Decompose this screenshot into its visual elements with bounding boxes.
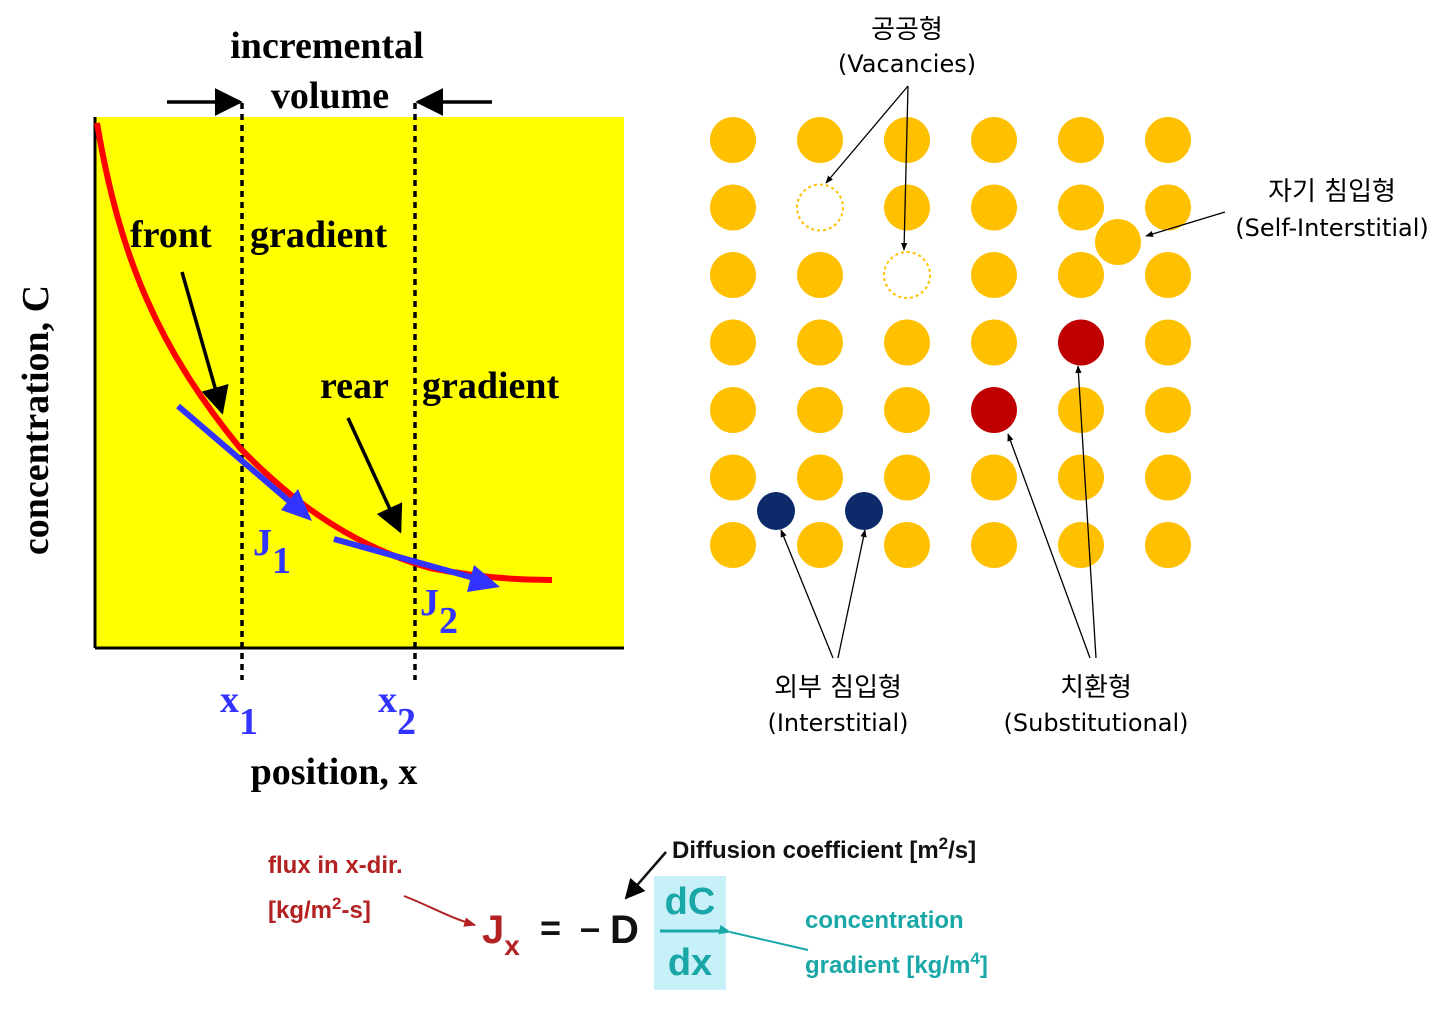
host-atom: [1058, 117, 1104, 163]
interstitial-pointer-2: [837, 529, 867, 659]
host-atom: [797, 252, 843, 298]
plot-title-line1: incremental: [230, 25, 423, 67]
rear-label: rear: [320, 365, 389, 407]
gradient-numerator: dC: [665, 881, 716, 923]
host-atom: [971, 522, 1017, 568]
flux-j1-label: J1: [253, 522, 291, 582]
flux-label-line1: flux in x-dir.: [268, 852, 403, 879]
rear-pointer-arrow: [346, 417, 403, 534]
substitutional-pointer-1: [1007, 433, 1091, 659]
host-atom: [971, 454, 1017, 501]
host-atom: [710, 387, 756, 433]
host-atom: [710, 454, 756, 501]
flux-arrow-j2: [333, 536, 475, 581]
host-atom: [884, 454, 930, 501]
minus-sign: –: [580, 907, 600, 948]
host-atom: [1145, 522, 1191, 568]
coefficient-label: Diffusion coefficient [m2/s]: [672, 834, 976, 864]
interstitial-atom: [845, 492, 883, 530]
gradient-units-label: gradient [kg/m4]: [805, 949, 988, 979]
host-atom: [1058, 522, 1104, 568]
self-interstitial-atom: [1095, 219, 1141, 265]
host-atom: [797, 117, 843, 163]
interstitial-label-ko: 외부 침입형: [774, 673, 902, 703]
self-interstitial-label-ko: 자기 침입형: [1268, 177, 1396, 207]
host-atom: [1145, 184, 1191, 231]
host-atom: [884, 387, 930, 433]
host-atom: [710, 252, 756, 298]
front-label: front: [130, 214, 212, 256]
host-atom: [710, 319, 756, 366]
flux-units-label: [kg/m2-s]: [268, 894, 371, 924]
point-defects-diagram: 공공형 (Vacancies) 자기 침입형 (Self-Interstitia…: [710, 15, 1429, 737]
front-gradient-label: gradient: [250, 214, 388, 256]
host-atom: [710, 522, 756, 568]
host-atom: [1145, 117, 1191, 163]
x-axis-label: position, x: [251, 751, 418, 793]
diffusion-coefficient-symbol: D: [610, 908, 639, 952]
x2-label: x2: [378, 679, 416, 743]
substitutional-label-en: (Substitutional): [1004, 709, 1189, 737]
host-atom: [797, 522, 843, 568]
host-atom: [884, 522, 930, 568]
diffusion-plot: incremental volume front gradient rear g…: [15, 25, 624, 793]
atom-lattice: [710, 117, 1191, 568]
flux-arrow-j1-head: [281, 489, 312, 521]
flux-j2-label: J2: [420, 582, 458, 642]
host-atom: [710, 117, 756, 163]
vacancies-label-en: (Vacancies): [838, 50, 976, 78]
host-atom: [971, 319, 1017, 366]
host-atom: [884, 184, 930, 231]
gradient-label-line1: concentration: [805, 907, 964, 934]
host-atom: [797, 387, 843, 433]
x1-label: x1: [220, 679, 258, 743]
gradient-highlight-box: [654, 876, 726, 990]
flux-symbol: Jx: [482, 908, 520, 961]
equals-sign: =: [540, 907, 561, 948]
interstitial-label-en: (Interstitial): [767, 709, 908, 737]
flux-arrow-j1: [176, 403, 298, 510]
self-interstitial-pointer: [1145, 211, 1226, 237]
plot-title-line2: volume: [271, 75, 389, 117]
vacancy-pointer-1: [825, 85, 909, 184]
host-atom: [1145, 387, 1191, 433]
host-atom: [971, 184, 1017, 231]
vacancy-site: [796, 183, 844, 232]
vacancy-site: [883, 251, 931, 299]
host-atom: [797, 319, 843, 366]
host-atom: [1145, 319, 1191, 366]
y-axis-label: concentration, C: [15, 285, 57, 555]
host-atom: [1058, 252, 1104, 298]
rear-gradient-label: gradient: [422, 365, 560, 407]
vacancy-pointer-2: [901, 85, 909, 251]
host-atom: [1058, 184, 1104, 231]
coefficient-pointer-arrow: [624, 851, 667, 900]
host-atom: [1145, 252, 1191, 298]
gradient-pointer-arrow: [718, 924, 809, 951]
substitutional-atom: [971, 387, 1017, 433]
self-interstitial-label-en: (Self-Interstitial): [1235, 214, 1429, 242]
ficks-law-equation: flux in x-dir. [kg/m2-s] Jx = – D dC dx …: [268, 834, 988, 990]
plot-background: [95, 117, 624, 648]
substitutional-pointer-2: [1075, 365, 1097, 659]
substitutional-atom: [1058, 319, 1104, 366]
host-atom: [797, 454, 843, 501]
vacancies-label-ko: 공공형: [871, 15, 943, 45]
gradient-denominator: dx: [668, 942, 712, 984]
host-atom: [971, 252, 1017, 298]
substitutional-label-ko: 치환형: [1060, 673, 1132, 703]
host-atom: [971, 117, 1017, 163]
flux-pointer-arrow: [403, 895, 477, 927]
host-atom: [884, 319, 930, 366]
front-pointer-arrow: [180, 271, 229, 415]
flux-arrow-j2-head: [467, 565, 500, 592]
host-atom: [710, 184, 756, 231]
interstitial-atom: [757, 492, 795, 530]
host-atom: [1058, 454, 1104, 501]
host-atom: [1145, 454, 1191, 501]
interstitial-pointer-1: [780, 529, 834, 659]
